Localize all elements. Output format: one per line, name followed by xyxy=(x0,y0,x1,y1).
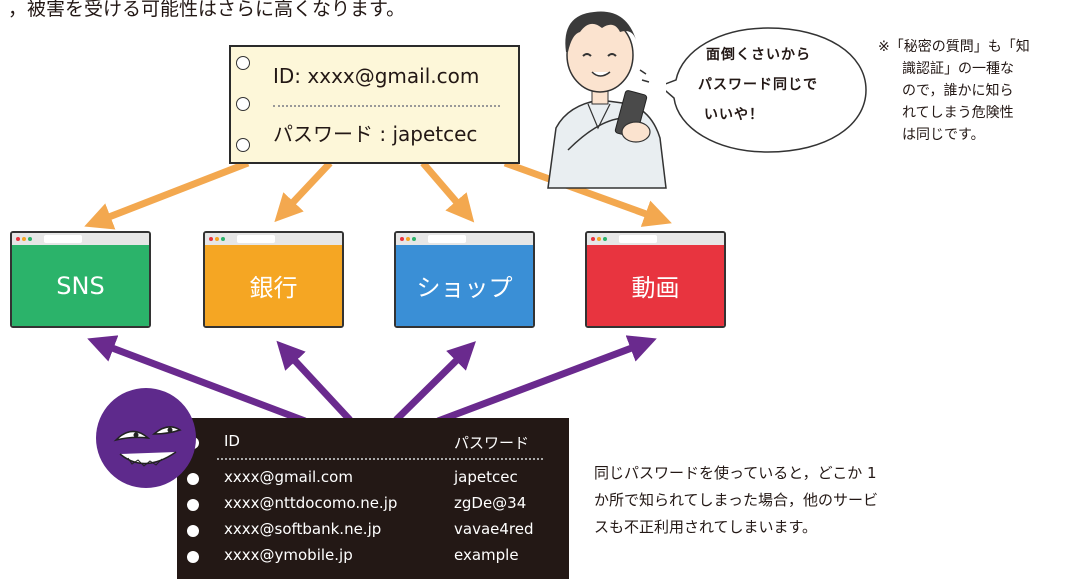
bullet-icon xyxy=(187,525,199,537)
bubble-line-2: パスワード同じで xyxy=(698,77,818,93)
reuse-arrow-bank xyxy=(274,160,333,223)
bullet-icon xyxy=(187,499,199,511)
table-cell-id: xxxx@nttdocomo.ne.jp xyxy=(224,494,398,512)
bubble-line-1: 面倒くさいから xyxy=(706,47,811,63)
service-window-sns: SNS xyxy=(10,231,151,328)
side-note-line: ※「秘密の質問」も「知 xyxy=(878,39,1030,55)
service-body: SNS xyxy=(12,245,149,326)
attack-arrow-shop xyxy=(393,341,476,423)
table-cell-password: vavae4red xyxy=(454,520,534,538)
note-id-line: ID: xxxx@gmail.com xyxy=(273,64,480,88)
service-window-bank: 銀行 xyxy=(203,231,344,328)
side-note-line: 識認証」の一種な xyxy=(902,61,1014,77)
reuse-arrow-sns xyxy=(84,159,250,230)
service-window-shop: ショップ xyxy=(394,231,535,328)
table-cell-id: xxxx@ymobile.jp xyxy=(224,546,353,564)
leaked-credentials-table: ID パスワード xxxx@gmail.com japetcec xxxx@nt… xyxy=(177,418,569,579)
table-cell-password: example xyxy=(454,546,519,564)
table-row: xxxx@ymobile.jp example xyxy=(177,546,569,568)
explanation-line: か所で知られてしまった場合，他のサービ xyxy=(594,491,878,509)
side-note-line: ので，誰かに知ら xyxy=(902,83,1014,99)
bullet-icon xyxy=(187,551,199,563)
attack-arrow-video xyxy=(436,335,657,425)
table-header-row: ID パスワード xyxy=(177,432,569,454)
table-row: xxxx@nttdocomo.ne.jp zgDe@34 xyxy=(177,494,569,516)
service-label: 銀行 xyxy=(249,274,298,302)
note-password-line: パスワード : japetcec xyxy=(273,122,478,146)
table-header-id: ID xyxy=(224,432,240,450)
table-row: xxxx@gmail.com japetcec xyxy=(177,468,569,490)
table-cell-id: xxxx@softbank.ne.jp xyxy=(224,520,382,538)
explanation-text: 同じパスワードを使っていると，どこか 1 か所で知られてしまった場合，他のサービ… xyxy=(594,460,894,541)
side-note-line: は同じです。 xyxy=(902,127,985,143)
table-divider xyxy=(217,458,543,460)
bubble-line-3: いいや！ xyxy=(704,107,764,123)
intro-text: ，被害を受ける可能性はさらに高くなります。 xyxy=(8,0,406,20)
table-cell-password: japetcec xyxy=(454,468,518,486)
reuse-arrow-video xyxy=(503,159,672,227)
service-label: ショップ xyxy=(416,274,513,302)
attack-arrow-bank xyxy=(276,340,353,423)
service-label: SNS xyxy=(56,271,105,300)
speech-bubble: 面倒くさいから パスワード同じで いいや！ xyxy=(666,24,870,156)
attack-arrow-sns xyxy=(87,335,307,425)
explanation-line: 同じパスワードを使っていると，どこか 1 xyxy=(594,464,877,482)
speech-bubble-shape xyxy=(666,27,867,153)
reuse-arrow-shop xyxy=(420,160,475,223)
table-header-password: パスワード xyxy=(454,434,530,452)
service-window-video: 動画 xyxy=(585,231,726,328)
attacker-icon xyxy=(96,388,196,488)
binder-hole-icon xyxy=(236,138,250,152)
service-label: 動画 xyxy=(631,274,680,302)
service-body: 銀行 xyxy=(205,245,342,326)
service-body: 動画 xyxy=(587,245,724,326)
service-body: ショップ xyxy=(396,245,533,326)
table-cell-id: xxxx@gmail.com xyxy=(224,468,353,486)
note-divider xyxy=(273,105,500,107)
bullet-icon xyxy=(187,473,199,485)
credential-note: ID: xxxx@gmail.com パスワード : japetcec xyxy=(229,45,520,164)
explanation-line: スも不正利用されてしまいます。 xyxy=(594,518,818,536)
binder-hole-icon xyxy=(236,56,250,70)
binder-hole-icon xyxy=(236,97,250,111)
side-note: ※「秘密の質問」も「知 識認証」の一種な ので，誰かに知ら れてしまう危険性 は… xyxy=(878,36,1088,146)
user-illustration xyxy=(547,11,667,189)
table-row: xxxx@softbank.ne.jp vavae4red xyxy=(177,520,569,542)
side-note-line: れてしまう危険性 xyxy=(902,105,1014,121)
table-cell-password: zgDe@34 xyxy=(454,494,527,512)
